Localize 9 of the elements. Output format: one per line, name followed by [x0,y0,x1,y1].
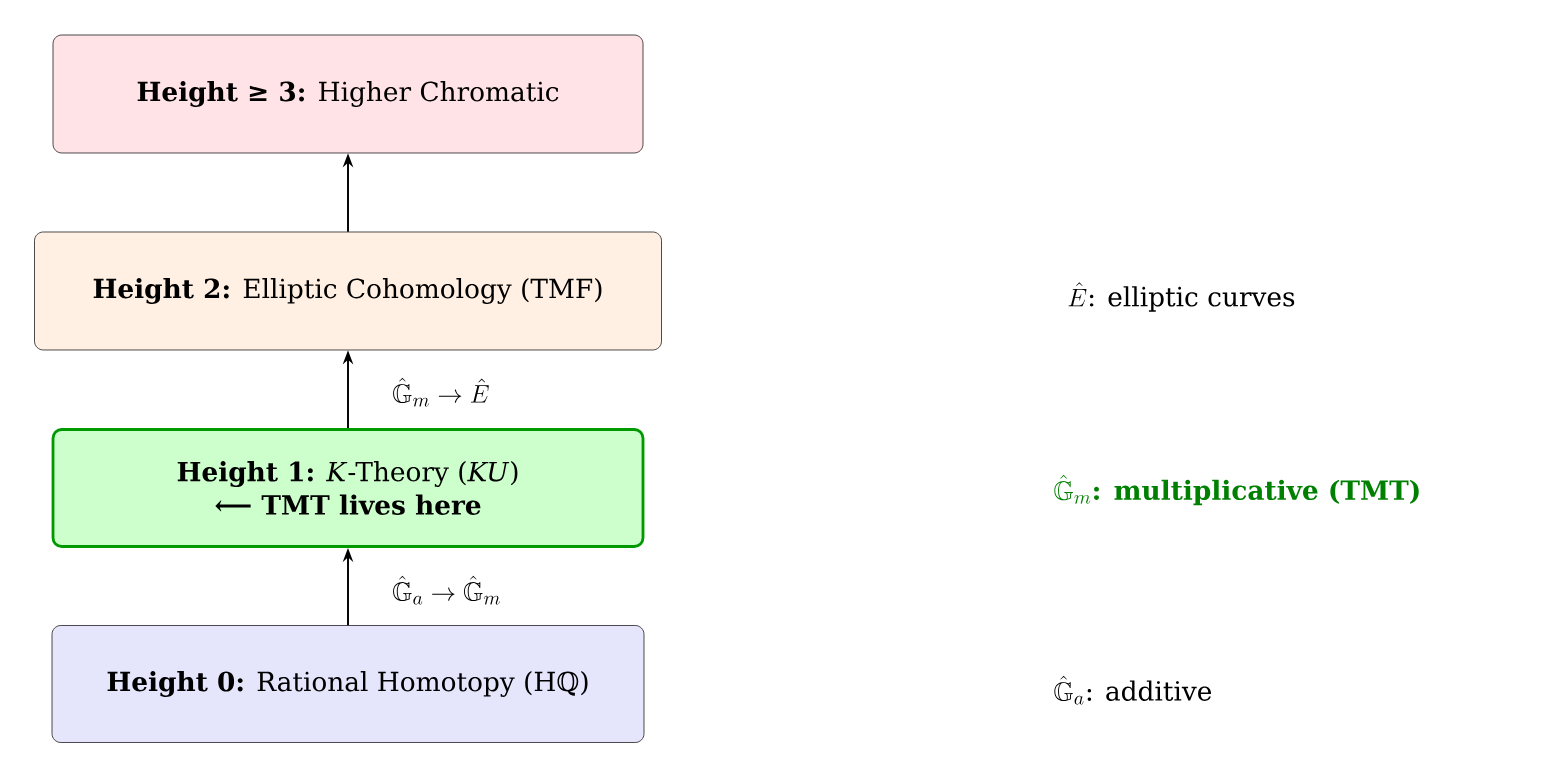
level-box: Height 2: Elliptic Cohomology (TMF) [34,231,662,351]
side-note: $\hat{E}\text{: elliptic curves}$ [1068,282,1295,312]
side-note: $\hat{\mathbb{G}}_m\textbf{: multiplicative (TMT)}$ [1054,474,1419,506]
level-box: Height ≥ 3: Higher Chromatic [52,34,644,154]
edge-label: $\hat{\mathbb{G}}_m \to \hat{E}$ [393,377,489,407]
level-box: Height 0: Rational Homotopy (Hℚ) [51,625,645,743]
side-note: $\hat{\mathbb{G}}_a\text{: additive}$ [1054,675,1212,705]
edge-label: $\hat{\mathbb{G}}_a \to \hat{\mathbb{G}}_m$ [393,575,500,605]
level-box: Height 1: K-Theory (KU) ⟵ TMT lives here [51,428,645,548]
